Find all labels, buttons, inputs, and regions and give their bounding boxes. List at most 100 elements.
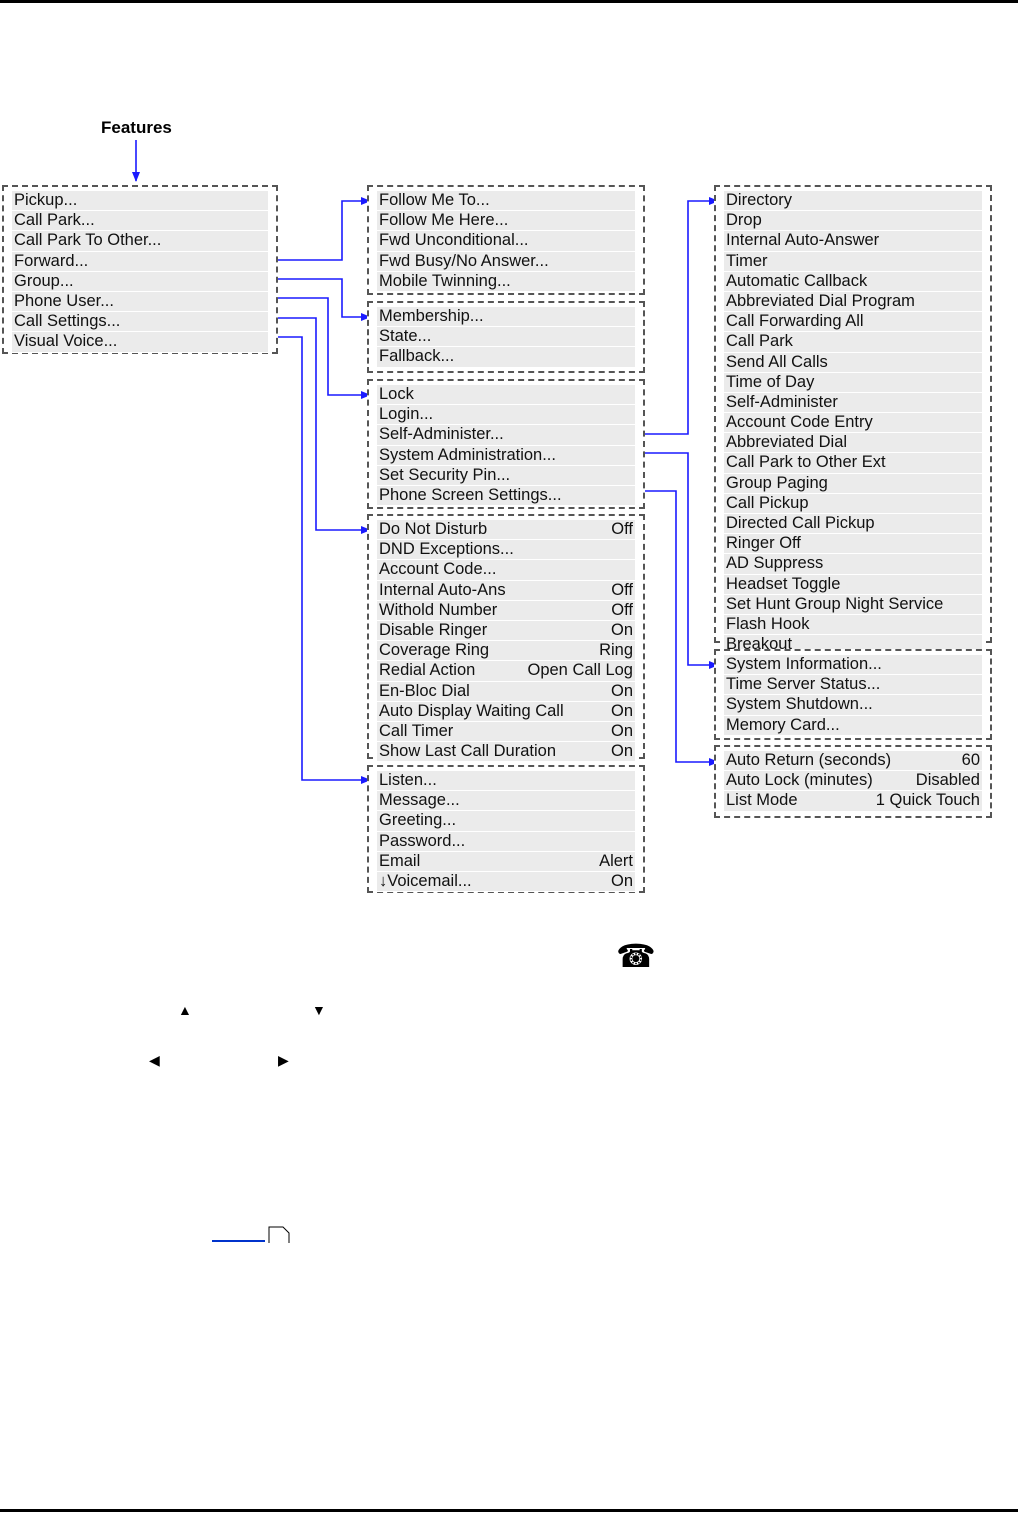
menu-item-phone-screen-settings[interactable]: Auto Lock (minutes)Disabled [724, 771, 982, 792]
menu-item-label: AD Suppress [726, 554, 824, 573]
menu-item-features[interactable]: Call Settings... [12, 312, 268, 333]
menu-item-value: On [610, 742, 633, 761]
menu-item-forward[interactable]: Follow Me Here... [377, 211, 635, 232]
menu-item-visual-voice[interactable]: ↓Voicemail... On [377, 871, 635, 893]
forward-menu: Follow Me To... Follow Me Here...Fwd Unco… [367, 185, 645, 295]
menu-item-self-administer[interactable]: Group Paging [724, 473, 982, 494]
menu-item-group[interactable]: Fallback... [377, 347, 635, 368]
menu-item-self-administer[interactable]: Internal Auto-Answer [724, 231, 982, 252]
menu-item-value: 60 [961, 751, 980, 769]
menu-item-label: Call Park [726, 332, 793, 351]
menu-item-label: Show Last Call Duration [379, 742, 557, 761]
menu-item-label: State... [379, 327, 432, 346]
menu-item-self-administer[interactable]: Abbreviated Dial [724, 433, 982, 454]
menu-item-self-administer[interactable]: AD Suppress [724, 554, 982, 575]
menu-item-system-administration[interactable]: Time Server Status... [724, 675, 982, 696]
menu-item-self-administer[interactable]: Timer [724, 251, 982, 272]
menu-item-self-administer[interactable]: Account Code Entry [724, 413, 982, 434]
menu-item-value: On [610, 620, 633, 639]
menu-item-group[interactable]: Membership... [377, 307, 635, 328]
menu-item-self-administer[interactable]: Call Park to Other Ext [724, 453, 982, 474]
menu-item-phone-user[interactable]: Phone Screen Settings... [377, 485, 635, 507]
menu-item-forward[interactable]: Follow Me To... [377, 191, 635, 212]
connector-self-administer [638, 197, 719, 435]
menu-item-phone-user[interactable]: System Administration... [377, 445, 635, 466]
menu-item-label: Lock [379, 385, 414, 403]
page-link-underline[interactable] [212, 1240, 265, 1242]
menu-item-label: List Mode [726, 791, 798, 810]
menu-item-features[interactable]: Call Park... [12, 211, 268, 232]
menu-item-self-administer[interactable]: Headset Toggle [724, 574, 982, 595]
menu-item-features[interactable]: Call Park To Other... [12, 231, 268, 252]
menu-item-visual-voice[interactable]: Greeting... [377, 811, 635, 832]
connector-visual-voice [272, 336, 371, 784]
menu-item-phone-user[interactable]: Self-Administer... [377, 425, 635, 446]
menu-item-label: Do Not Disturb [379, 520, 488, 538]
menu-item-group[interactable]: State... [377, 327, 635, 348]
menu-item-label: Internal Auto-Answer [726, 231, 880, 250]
menu-item-label: Directed Call Pickup [726, 514, 875, 532]
menu-item-visual-voice[interactable]: Message... [377, 791, 635, 812]
menu-item-features[interactable]: Pickup... [12, 191, 268, 212]
menu-item-system-administration[interactable]: Memory Card... [724, 715, 982, 736]
menu-item-forward[interactable]: Mobile Twinning... [377, 271, 635, 292]
menu-item-label: Set Hunt Group Night Service [726, 594, 944, 613]
menu-item-visual-voice[interactable]: Listen... [377, 771, 635, 792]
menu-item-label: System Information... [726, 655, 882, 673]
menu-item-phone-user[interactable]: Login... [377, 405, 635, 426]
menu-item-self-administer[interactable]: Directory [724, 191, 982, 212]
menu-item-phone-user[interactable]: Set Security Pin... [377, 465, 635, 486]
top-rule [0, 0, 1018, 3]
menu-item-label: Follow Me To... [379, 191, 490, 209]
menu-item-features[interactable]: Visual Voice... [12, 332, 268, 353]
menu-item-self-administer[interactable]: Self-Administer [724, 392, 982, 414]
menu-item-self-administer[interactable]: Call Park [724, 332, 982, 353]
features-root-label: Features [101, 118, 172, 137]
menu-item-phone-screen-settings[interactable]: Auto Return (seconds)60 [724, 751, 982, 772]
system-administration-menu: System Information... Time Server Status.… [714, 649, 992, 740]
menu-item-self-administer[interactable]: Automatic Callback [724, 271, 982, 292]
menu-item-forward[interactable]: Fwd Busy/No Answer... [377, 251, 635, 272]
menu-item-label: Time Server Status... [726, 675, 881, 694]
menu-item-self-administer[interactable]: Drop [724, 211, 982, 232]
menu-item-system-administration[interactable]: System Information... [724, 655, 982, 676]
menu-item-forward[interactable]: Fwd Unconditional... [377, 231, 635, 252]
menu-item-phone-user[interactable]: Lock [377, 385, 635, 406]
menu-item-label: Account Code Entry [726, 413, 873, 432]
menu-item-label: Forward... [14, 251, 89, 270]
menu-item-call-settings[interactable]: DND Exceptions... [377, 540, 635, 561]
menu-item-label: Listen... [379, 771, 437, 789]
menu-item-self-administer[interactable]: Send All Calls [724, 352, 982, 373]
menu-item-features[interactable]: Forward... [12, 251, 268, 272]
menu-item-call-settings[interactable]: Show Last Call Duration On [377, 742, 635, 763]
menu-item-self-administer[interactable]: Flash Hook [724, 614, 982, 636]
menu-item-call-settings[interactable]: Account Code... [377, 560, 635, 581]
menu-item-system-administration[interactable]: System Shutdown... [724, 695, 982, 716]
menu-item-self-administer[interactable]: Call Pickup [724, 493, 982, 514]
menu-item-features[interactable]: Phone User... [12, 291, 268, 313]
menu-item-features[interactable]: Group... [12, 271, 268, 292]
menu-item-visual-voice[interactable]: Password... [377, 831, 635, 852]
menu-item-self-administer[interactable]: Abbreviated Dial Program [724, 291, 982, 313]
menu-item-label: Greeting... [379, 811, 457, 830]
menu-item-value: Ring [599, 641, 633, 660]
menu-item-self-administer[interactable]: Directed Call Pickup [724, 514, 982, 535]
menu-item-value: On [610, 871, 633, 890]
menu-item-self-administer[interactable]: Time of Day [724, 372, 982, 393]
menu-item-self-administer[interactable]: Set Hunt Group Night Service [724, 594, 982, 615]
menu-item-label: ↓Voicemail... [379, 871, 472, 890]
menu-item-self-administer[interactable]: Call Forwarding All [724, 312, 982, 333]
menu-item-self-administer[interactable]: Ringer Off [724, 534, 982, 555]
